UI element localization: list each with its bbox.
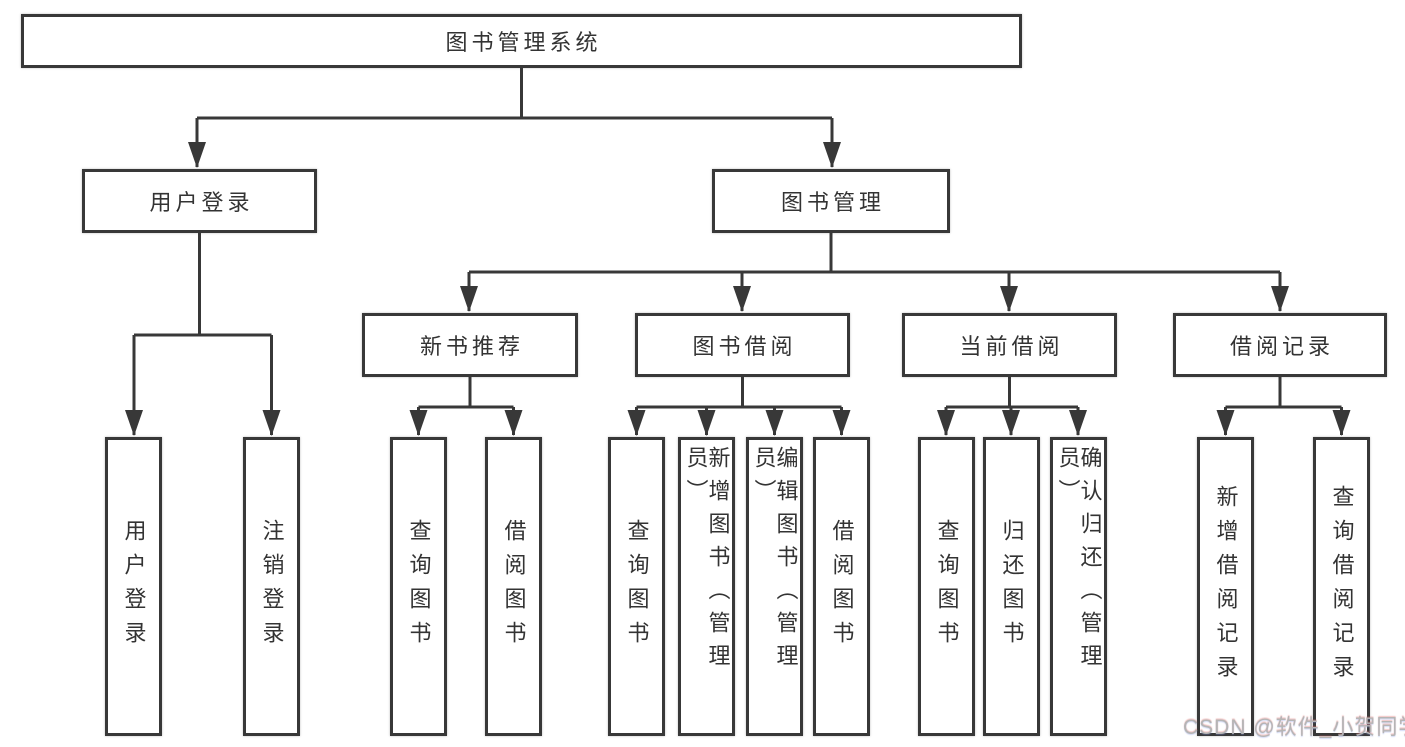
node-label: 图书管理系统 xyxy=(445,30,602,55)
node-borrow-records: 借阅记录 xyxy=(1173,313,1387,377)
leaf-label: 新增借阅记录 xyxy=(1213,484,1239,689)
node-label: 图书借阅 xyxy=(692,334,797,359)
leaf-label: 归还图书 xyxy=(999,518,1025,655)
leaf-query-borrow-record: 查询借阅记录 xyxy=(1313,437,1370,736)
node-label: 图书管理 xyxy=(780,190,885,215)
node-label: 新书推荐 xyxy=(419,334,524,359)
csdn-watermark: CSDN @软件_小贺同学 xyxy=(1183,716,1405,739)
leaf-logout: 注销登录 xyxy=(243,437,300,736)
leaf-label: 借阅图书 xyxy=(501,518,527,655)
node-library-management-system: 图书管理系统 xyxy=(21,14,1022,68)
leaf-confirm-return-admin: 确认归还（管理员） xyxy=(1050,437,1107,736)
leaf-query-books-current: 查询图书 xyxy=(918,437,975,736)
leaf-add-books-admin: 新增图书（管理员） xyxy=(678,437,735,736)
leaf-label: 确认归还（管理员） xyxy=(1055,445,1103,677)
leaf-edit-books-admin: 编辑图书（管理员） xyxy=(746,437,803,736)
node-current-borrow: 当前借阅 xyxy=(902,313,1117,377)
leaf-user-login: 用户登录 xyxy=(105,437,162,736)
leaf-label: 新增图书（管理员） xyxy=(683,445,731,677)
leaf-return-books: 归还图书 xyxy=(983,437,1040,736)
leaf-label: 查询图书 xyxy=(406,518,432,655)
node-book-management: 图书管理 xyxy=(712,169,950,233)
node-label: 用户登录 xyxy=(149,190,254,215)
leaf-label: 用户登录 xyxy=(121,518,147,655)
node-label: 借阅记录 xyxy=(1229,334,1334,359)
leaf-label: 查询图书 xyxy=(934,518,960,655)
node-book-borrow: 图书借阅 xyxy=(635,313,850,377)
leaf-add-borrow-record: 新增借阅记录 xyxy=(1197,437,1254,736)
leaf-label: 注销登录 xyxy=(259,518,285,655)
leaf-borrow-books-recommend: 借阅图书 xyxy=(485,437,542,736)
leaf-query-books-borrow: 查询图书 xyxy=(608,437,665,736)
node-new-book-recommend: 新书推荐 xyxy=(362,313,578,377)
node-label: 当前借阅 xyxy=(959,334,1064,359)
leaf-borrow-books: 借阅图书 xyxy=(813,437,870,736)
node-user-login: 用户登录 xyxy=(82,169,317,233)
leaf-label: 借阅图书 xyxy=(829,518,855,655)
leaf-label: 编辑图书（管理员） xyxy=(751,445,799,677)
leaf-label: 查询图书 xyxy=(624,518,650,655)
leaf-query-books-recommend: 查询图书 xyxy=(390,437,447,736)
leaf-label: 查询借阅记录 xyxy=(1329,484,1355,689)
